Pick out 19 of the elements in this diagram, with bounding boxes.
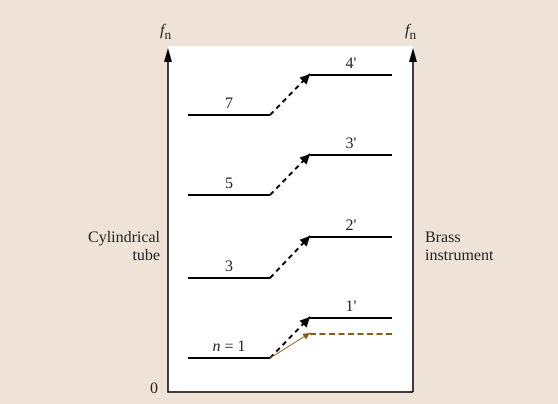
arrow [269, 153, 311, 196]
level-line: 5 [188, 175, 270, 196]
level-line: 2' [310, 217, 392, 238]
level-line: 7 [188, 95, 270, 116]
axis-tick-label: 0 [150, 380, 158, 398]
level-line: n = 1 [188, 338, 270, 359]
axis-label: f$_{n}$ [405, 22, 416, 44]
axis-label: Brass instrument [425, 229, 494, 265]
level-line: 3' [310, 135, 392, 156]
arrow [269, 316, 311, 359]
level-line: 4' [310, 55, 392, 76]
arrow [270, 332, 310, 358]
level-line: 1' [310, 298, 392, 319]
arrow [269, 235, 311, 279]
dashed-level-line [310, 333, 392, 335]
arrow [269, 73, 311, 116]
axis-label: f$_{n}$ [160, 22, 172, 44]
axis-label: Cylindrical tube [87, 229, 160, 265]
level-line: 3 [188, 258, 270, 279]
